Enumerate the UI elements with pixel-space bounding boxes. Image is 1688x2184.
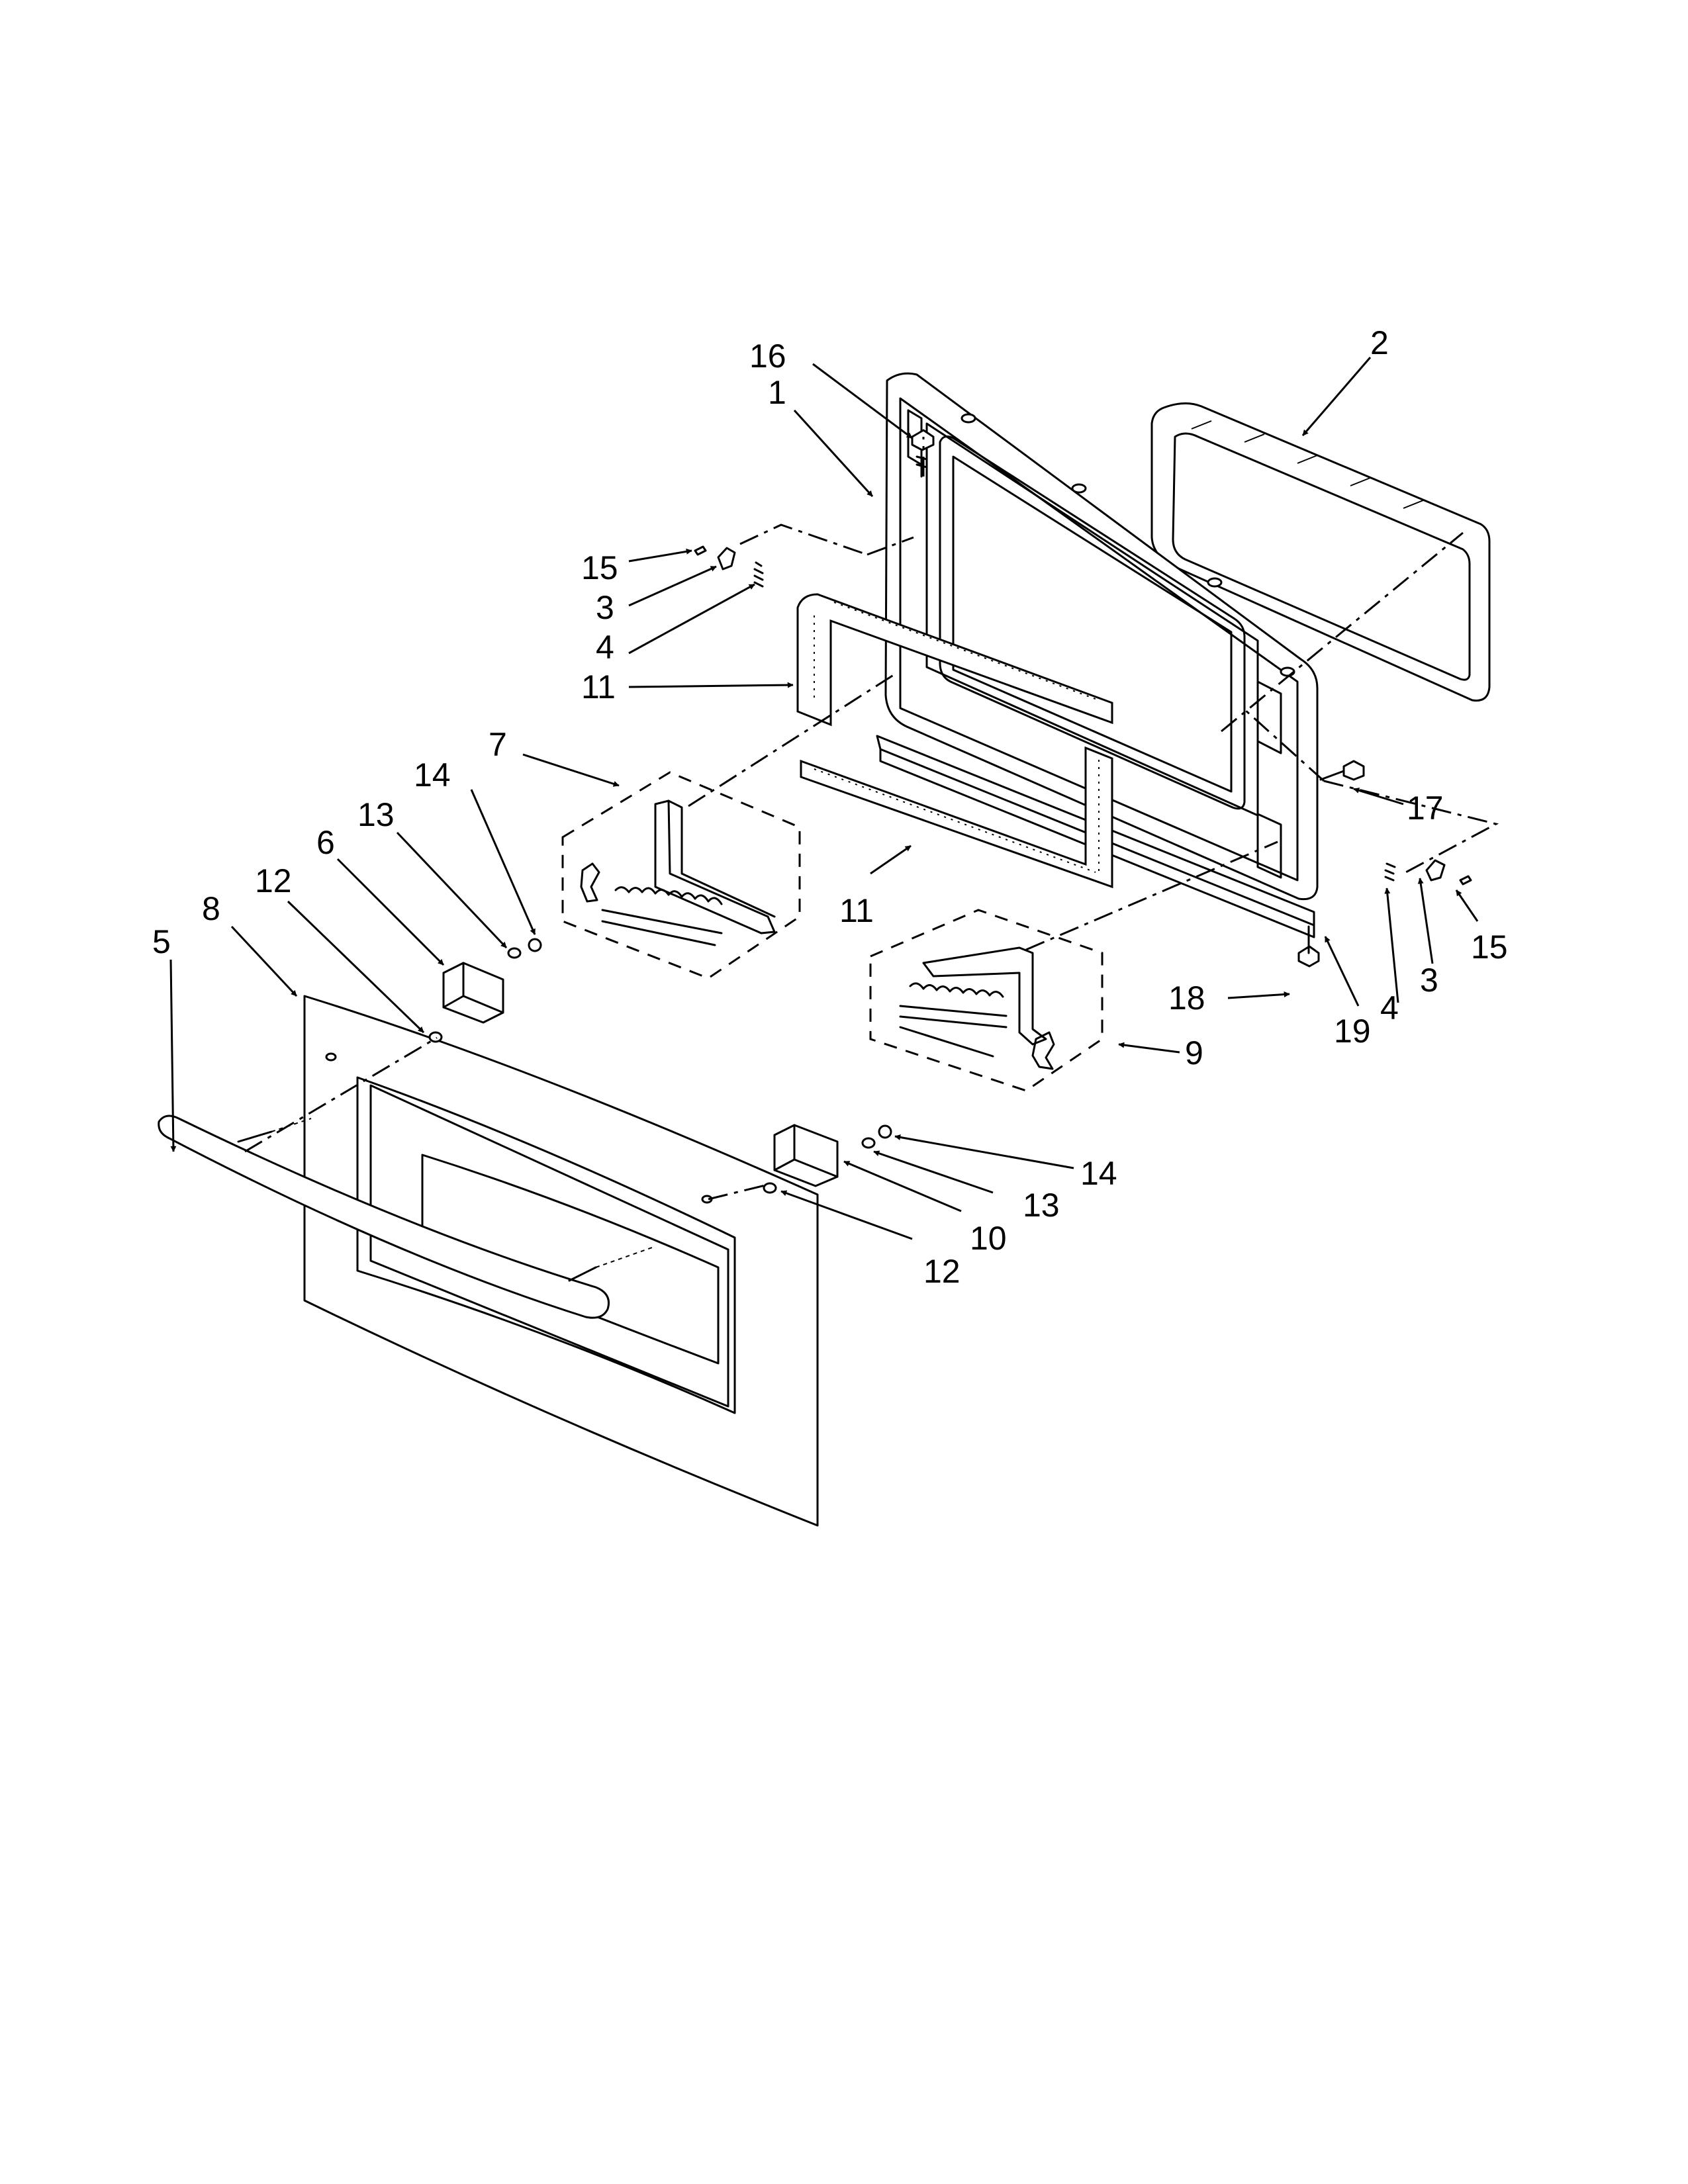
hardware: [428, 429, 1472, 1194]
callout-7: 7: [489, 726, 507, 763]
callout-12-right: 12: [923, 1253, 961, 1290]
callout-15-right: 15: [1471, 929, 1508, 966]
callout-11-bottom: 11: [839, 892, 874, 929]
callout-4-left: 4: [596, 629, 614, 666]
callout-leaders: [169, 357, 1479, 1240]
door-frame-outer: [1150, 402, 1491, 702]
callout-3-right: 3: [1420, 962, 1438, 999]
door-handle: [158, 1115, 653, 1319]
callout-12-left: 12: [255, 862, 292, 899]
callout-14-right: 14: [1080, 1155, 1117, 1192]
callout-2: 2: [1370, 324, 1389, 361]
outer-door: [303, 995, 819, 1527]
callout-19: 19: [1334, 1013, 1371, 1050]
callout-13-right: 13: [1023, 1187, 1060, 1224]
callout-1: 1: [768, 374, 786, 411]
callout-11-top: 11: [581, 668, 616, 705]
callout-17: 17: [1407, 790, 1444, 827]
bracket-right: [773, 1124, 839, 1187]
door-gasket: [796, 593, 1113, 889]
callout-8: 8: [202, 890, 220, 927]
callout-3-left: 3: [596, 589, 614, 626]
callout-labels: 16 1 2 15 3 4 11 7 14 13 6 12 8 5 11 17 …: [152, 324, 1508, 1290]
callout-16: 16: [749, 338, 786, 375]
callout-13-left: 13: [357, 796, 395, 833]
callout-18: 18: [1168, 979, 1205, 1017]
callout-9: 9: [1185, 1034, 1203, 1071]
callout-14-left: 14: [414, 756, 451, 794]
callout-15-left: 15: [581, 549, 618, 586]
hinge-assembly-right: [869, 909, 1103, 1092]
callout-10: 10: [970, 1220, 1007, 1257]
hinge-assembly-left: [561, 771, 801, 979]
callout-5: 5: [152, 923, 171, 960]
callout-4-right: 4: [1380, 989, 1399, 1026]
bracket-left: [442, 962, 504, 1024]
assembly-lines: [244, 437, 1499, 1201]
callout-6: 6: [316, 824, 335, 861]
